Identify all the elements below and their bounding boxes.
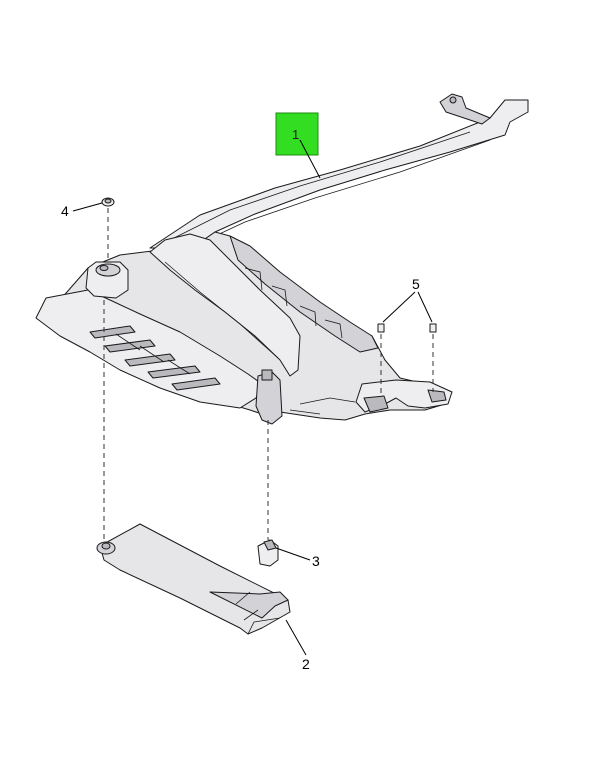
- deflector-inner-rail: [149, 233, 301, 377]
- callout-4-label: 4: [61, 203, 69, 219]
- callout-3-label: 3: [312, 553, 320, 569]
- skirt-vent-slots: [89, 325, 221, 391]
- part-3-bracket: [257, 539, 279, 567]
- callout-5-label: 5: [412, 276, 420, 292]
- assembly-guide-lines: [103, 208, 434, 540]
- left-boss-hole: [95, 263, 121, 277]
- deflector-right-wall: [229, 235, 379, 353]
- part-2-lower-panel: [96, 523, 291, 635]
- front-post: [255, 371, 283, 425]
- callout-2-label: 2: [302, 656, 310, 672]
- clip-left: [377, 323, 385, 333]
- upper-mount-bracket: [439, 93, 491, 125]
- callout-1-label: 1: [292, 127, 299, 142]
- part-4-fastener: [101, 197, 115, 207]
- part-5-clips: [377, 323, 437, 333]
- callout-5: 5: [382, 276, 433, 323]
- air-deflector-assembly: [35, 93, 529, 425]
- highlight-box[interactable]: [275, 112, 319, 156]
- callout-4: 4: [61, 202, 103, 219]
- callout-2: 2: [285, 619, 310, 672]
- callout-1-highlight[interactable]: 1: [275, 112, 321, 179]
- callout-3: 3: [275, 547, 320, 569]
- clip-right: [429, 323, 437, 333]
